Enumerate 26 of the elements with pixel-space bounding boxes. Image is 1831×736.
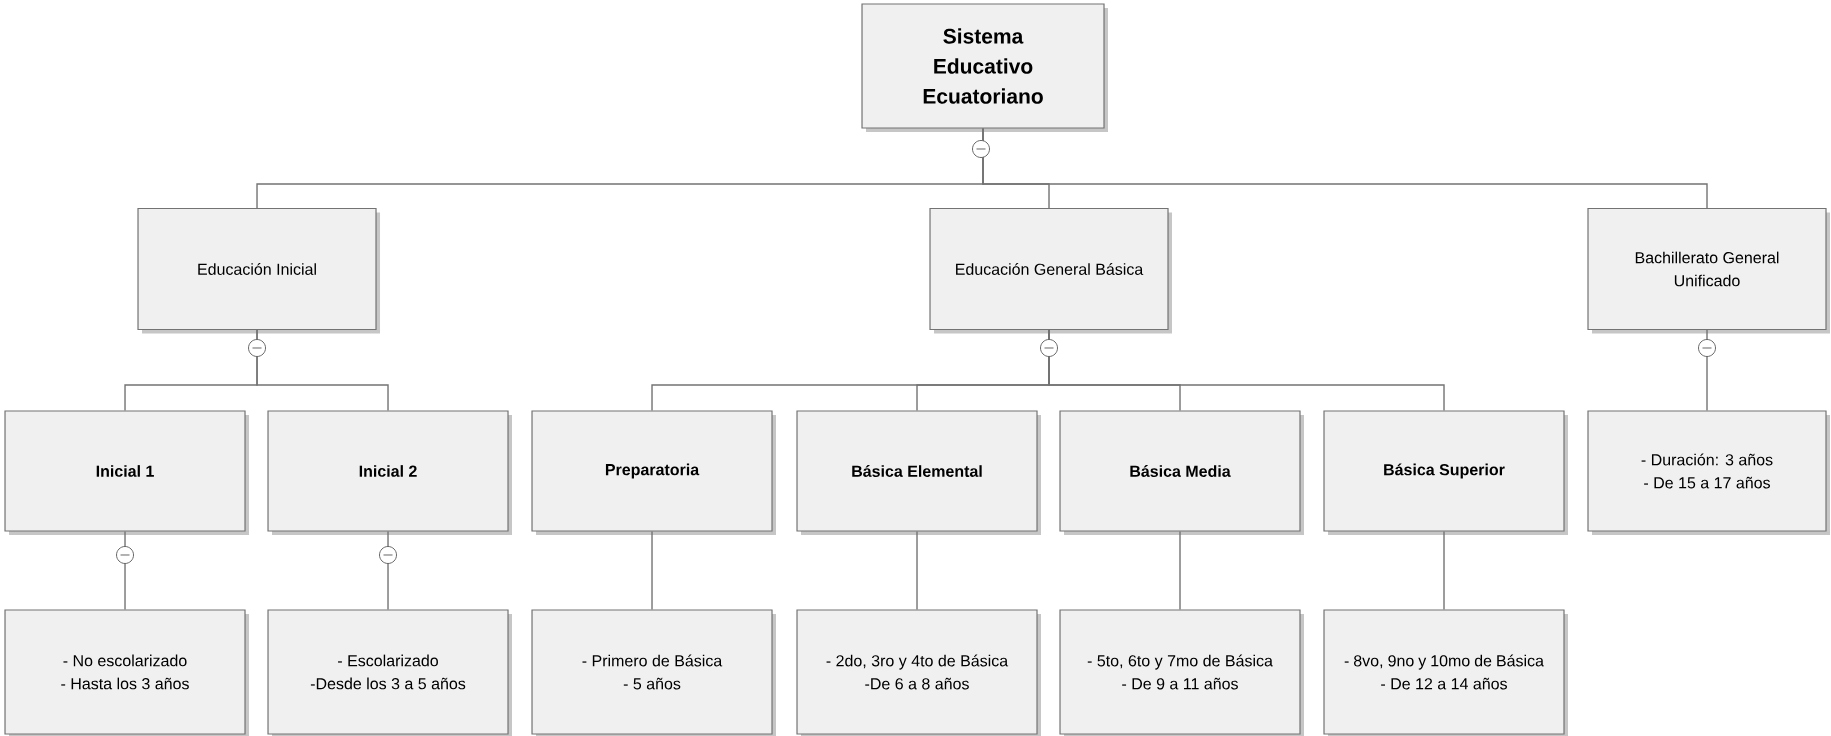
connector-line [1179,530,1181,611]
connector-line [916,530,918,611]
concept-box: - 8vo, 9no y 10mo de Básica - De 12 a 14 años [1323,609,1568,736]
concept-box: Básica Superior [1323,410,1568,535]
concept-box: Inicial 1 [4,410,249,535]
connector-line [982,127,1708,209]
concept-box: - Escolarizado -Desde los 3 a 5 años [267,609,512,736]
connector-line [124,530,126,611]
concept-box: Básica Elemental [796,410,1041,535]
concept-box: - Duración: 3 años - De 15 a 17 años [1587,410,1830,535]
concept-box: - 5to, 6to y 7mo de Básica - De 9 a 11 años [1059,609,1304,736]
connector-line [1706,329,1708,412]
concept-box: - Primero de Básica - 5 años [531,609,776,736]
concept-box: Bachillerato General Unificado [1587,207,1830,334]
concept-box: - 2do, 3ro y 4to de Básica -De 6 a 8 años [796,609,1041,736]
connector-line [1443,530,1445,611]
concept-box: Sistema Educativo Ecuatoriano [861,3,1108,132]
connector-line [256,329,389,412]
concept-box: Preparatoria [531,410,776,535]
connector-line [651,530,653,611]
concept-box: Inicial 2 [267,410,512,535]
concept-box: - No escolarizado - Hasta los 3 años [4,609,249,736]
connector-line [387,530,389,611]
concept-box: Básica Media [1059,410,1304,535]
concept-box: Educación General Básica [929,207,1172,334]
concept-box: Educación Inicial [137,207,380,334]
